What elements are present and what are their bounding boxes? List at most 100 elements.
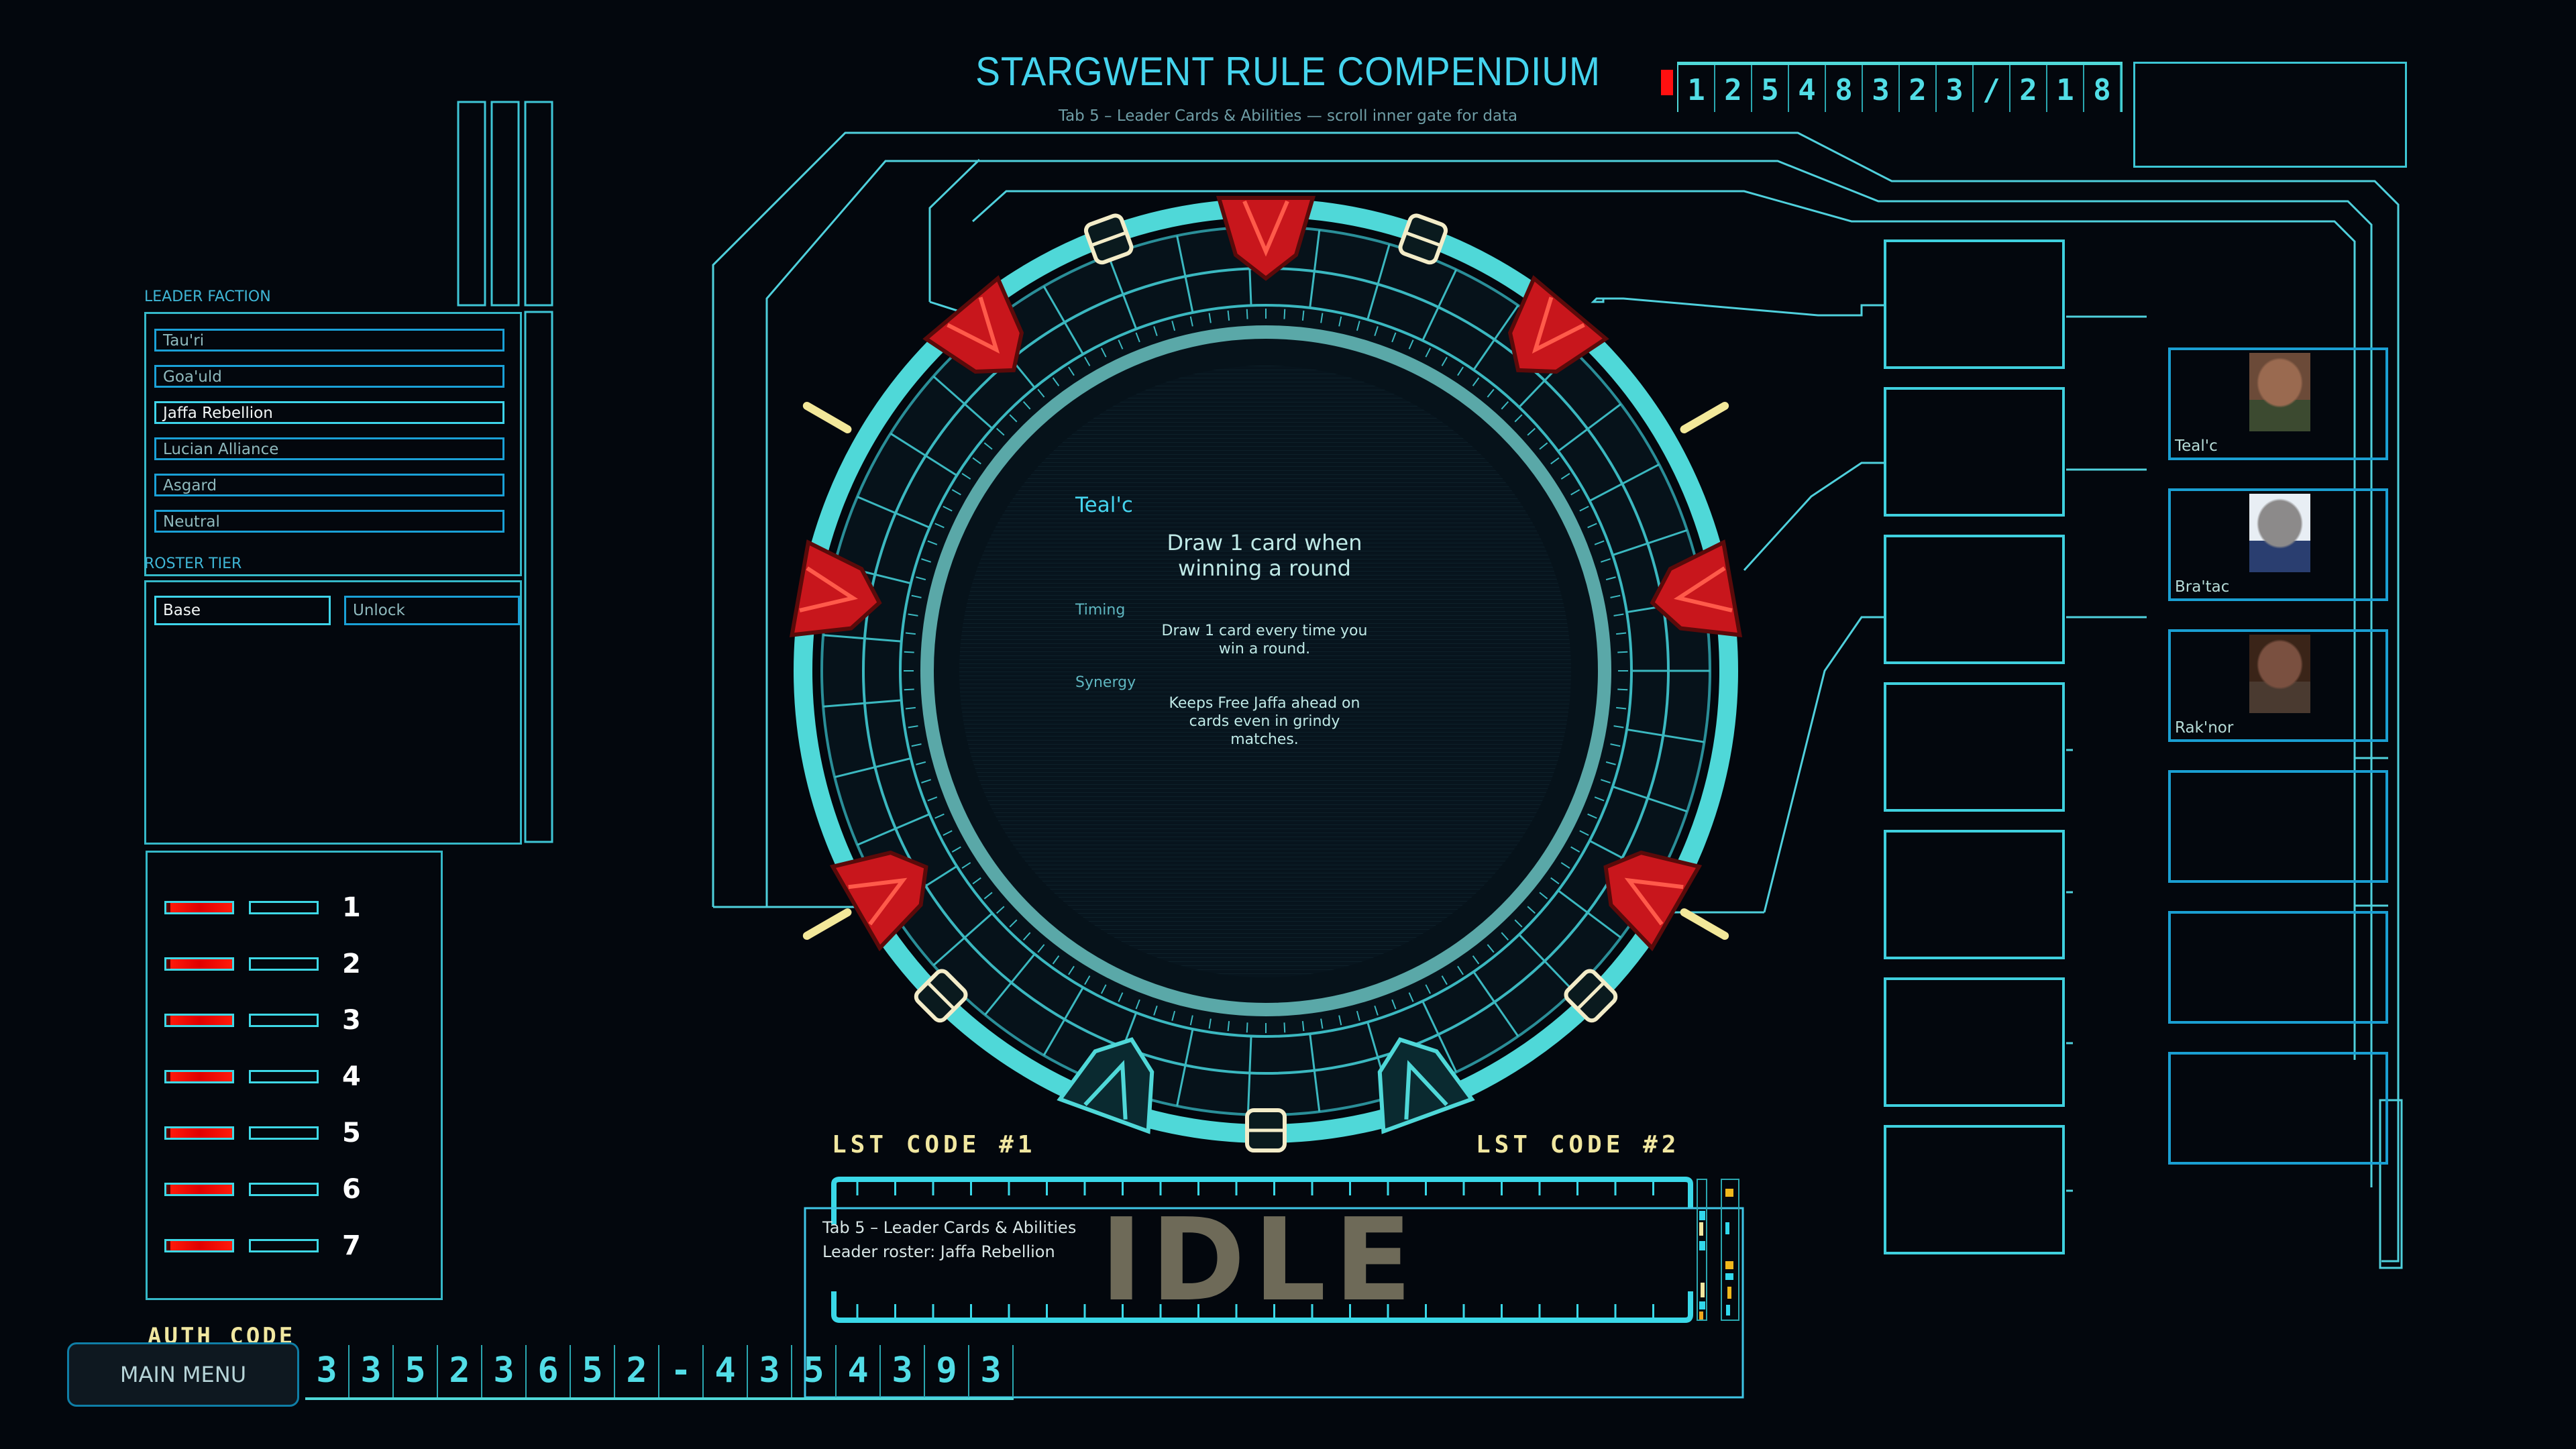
gate-tick <box>1527 427 1536 436</box>
gate-glyph-divider <box>1421 1000 1458 1073</box>
leader-card[interactable]: Teal'c <box>2168 347 2388 460</box>
gate-glyph-divider <box>1309 229 1321 309</box>
tier-base[interactable]: Base <box>154 596 331 625</box>
gate-tick <box>1068 366 1075 376</box>
faction-option[interactable]: Neutral <box>154 510 504 533</box>
gate-glyph-divider <box>1472 971 1519 1037</box>
gate-tick <box>1616 706 1627 710</box>
gate-tick <box>1579 505 1589 512</box>
gate-chevron <box>1057 1037 1155 1134</box>
synergy-label: Synergy <box>1075 674 1136 691</box>
gate-tick <box>943 505 953 512</box>
faction-option[interactable]: Jaffa Rebellion <box>154 401 504 424</box>
gate-chevron <box>789 539 882 637</box>
counter-indicator <box>1661 70 1673 95</box>
gate-tick <box>916 761 926 765</box>
gate-tick <box>1037 388 1045 398</box>
gate-tick <box>1617 688 1628 691</box>
gate-glyph-divider <box>1612 529 1688 556</box>
gate-glyph-divider <box>1421 269 1458 341</box>
gate-tick <box>1539 892 1548 900</box>
symbol-slot[interactable] <box>1884 977 2065 1107</box>
gate-tick <box>927 796 938 802</box>
gate-glyph-divider <box>1176 1028 1194 1106</box>
gate-tick <box>1550 457 1560 465</box>
leader-card[interactable]: Rak'nor <box>2168 629 2388 742</box>
chevron-locked-indicator <box>164 1239 234 1252</box>
gate-tick <box>1605 576 1616 581</box>
counter-digit: 4 <box>1789 65 1826 112</box>
gate-chevron <box>1377 1037 1475 1134</box>
gate-tick <box>1501 932 1509 941</box>
chevron-number: 4 <box>342 1061 361 1092</box>
gate-tick <box>1594 540 1605 545</box>
gate-tick <box>1084 356 1091 366</box>
roster-tier-label: ROSTER TIER <box>144 555 242 572</box>
auth-digit: 3 <box>482 1345 527 1397</box>
tier-unlock[interactable]: Unlock <box>344 596 520 625</box>
leader-card-empty[interactable] <box>2168 1052 2388 1165</box>
gate-tick <box>1052 955 1060 965</box>
gate-tick <box>1441 975 1448 985</box>
gate-tick <box>1208 313 1212 323</box>
gate-tick <box>1084 975 1091 985</box>
faction-option[interactable]: Lucian Alliance <box>154 437 504 460</box>
gate-light <box>802 402 852 433</box>
symbol-slot[interactable] <box>1884 387 2065 517</box>
chevron-locked-indicator <box>164 1014 234 1027</box>
auth-digit: 5 <box>394 1345 438 1397</box>
main-menu-button[interactable]: MAIN MENU <box>67 1342 299 1407</box>
leader-portrait <box>2249 494 2310 572</box>
gate-tick <box>1301 310 1305 321</box>
auth-digit: 3 <box>969 1345 1014 1397</box>
symbol-slot[interactable] <box>1884 830 2065 959</box>
chevron-slot-indicator <box>249 1070 319 1083</box>
gate-inner-display[interactable] <box>959 366 1571 977</box>
gate-tick <box>1227 310 1230 321</box>
leader-card[interactable]: Bra'tac <box>2168 488 2388 601</box>
chevron-row: 4 <box>164 1061 361 1092</box>
counter-digit: 1 <box>2047 65 2084 112</box>
faction-option[interactable]: Asgard <box>154 474 504 496</box>
gate-tick <box>983 892 993 900</box>
symbol-slot[interactable] <box>1884 239 2065 369</box>
chevron-slot-indicator <box>249 1183 319 1196</box>
gate-tick <box>905 632 916 635</box>
leader-card-empty[interactable] <box>2168 770 2388 883</box>
gate-tick <box>1009 919 1018 928</box>
chevron-slot-indicator <box>249 1014 319 1027</box>
gate-tick <box>1425 984 1432 994</box>
gate-tick <box>1374 326 1379 337</box>
chevron-slot-indicator <box>249 1239 319 1252</box>
status-line-1: Tab 5 – Leader Cards & Abilities <box>822 1218 1077 1237</box>
chevron-locked-indicator <box>164 1126 234 1140</box>
gate-event-horizon-rim <box>920 325 1611 1016</box>
symbol-slot[interactable] <box>1884 682 2065 812</box>
faction-option[interactable]: Tau'ri <box>154 329 504 352</box>
gate-tick <box>1600 558 1611 563</box>
symbol-slot[interactable] <box>1884 1125 2065 1254</box>
gate-tick <box>1579 830 1589 837</box>
gate-glyph-divider <box>1176 235 1194 313</box>
gate-tick <box>1457 366 1464 376</box>
gate-tick <box>1487 388 1495 398</box>
gate-glyph-divider <box>823 699 902 708</box>
faction-option[interactable]: Goa'uld <box>154 365 504 388</box>
gate-glyph-divider <box>1518 934 1574 992</box>
gate-chevron <box>1507 275 1609 374</box>
gate-leader-name: Teal'c <box>1075 493 1133 517</box>
gate-tick <box>961 473 971 480</box>
gate-tick <box>908 613 918 616</box>
gate-tick <box>1135 999 1140 1010</box>
gate-tick <box>972 457 981 465</box>
leader-card-empty[interactable] <box>2168 911 2388 1024</box>
chevron-row: 6 <box>164 1174 361 1205</box>
gate-glyph-divider <box>932 912 994 967</box>
gate-glyph-divider <box>823 634 902 643</box>
symbol-slot[interactable] <box>1884 535 2065 664</box>
gate-tick <box>996 906 1005 914</box>
gate-clamp <box>1398 213 1448 265</box>
gate-tick <box>1100 347 1107 358</box>
gate-tick <box>1320 1018 1324 1029</box>
